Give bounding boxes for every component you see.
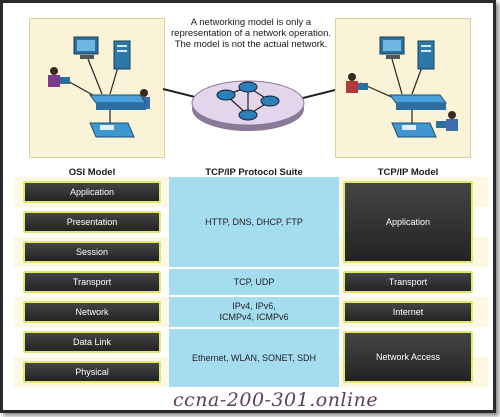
application-protocols: HTTP, DNS, DHCP, FTP [169,177,339,267]
protocol-list: IPv4, IPv6, [232,301,276,311]
tcpip-layer-internet: Internet [343,301,473,323]
left-network-panel [29,18,165,158]
wan-cloud-icon [191,80,305,131]
osi-layer-application: Application [23,181,161,203]
desktop-computer-icon [379,36,405,59]
protocol-list: HTTP, DNS, DHCP, FTP [205,216,303,227]
protocol-suite-header: TCP/IP Protocol Suite [205,167,303,178]
tcpip-model-header: TCP/IP Model [377,167,439,178]
right-network-illustration [346,36,458,138]
transport-protocols: TCP, UDP [169,269,339,295]
user-icon [346,73,368,93]
osi-layer-transport: Transport [23,271,161,293]
note-line: representation of a network operation. [171,28,332,39]
internet-protocols: IPv4, IPv6, ICMPv4, ICMPv6 [169,297,339,327]
server-icon [113,40,131,70]
ip-phone-icon [89,122,135,138]
model-note: A networking model is only a representat… [171,17,331,50]
router-icon [238,81,258,93]
router-icon [238,109,258,121]
site-watermark: ccna-200-301.online [171,389,381,411]
ip-phone-icon [391,122,437,138]
osi-layer-session: Session [23,241,161,263]
switch-icon [89,94,147,110]
osi-model-header: OSI Model [68,167,116,178]
router-icon [260,95,280,107]
right-network-panel [335,18,471,158]
network-access-protocols: Ethernet, WLAN, SONET, SDH [169,329,339,387]
switch-icon [389,94,447,110]
left-network-illustration [48,36,150,138]
user-icon [48,67,70,87]
desktop-computer-icon [73,36,99,59]
tcpip-layer-application: Application [343,181,473,263]
protocol-list: ICMPv4, ICMPv6 [219,312,289,322]
router-icon [216,89,236,101]
tcpip-layer-transport: Transport [343,271,473,293]
osi-layer-network: Network [23,301,161,323]
protocol-list: TCP, UDP [233,276,275,287]
user-icon [436,111,458,131]
protocol-list: Ethernet, WLAN, SONET, SDH [191,352,317,363]
server-icon [417,40,435,70]
osi-layer-presentation: Presentation [23,211,161,233]
note-line: The model is not the actual network. [174,39,328,50]
osi-layer-data-link: Data Link [23,331,161,353]
tcpip-layer-network-access: Network Access [343,331,473,383]
note-line: A networking model is only a [190,17,312,28]
osi-layer-physical: Physical [23,361,161,383]
